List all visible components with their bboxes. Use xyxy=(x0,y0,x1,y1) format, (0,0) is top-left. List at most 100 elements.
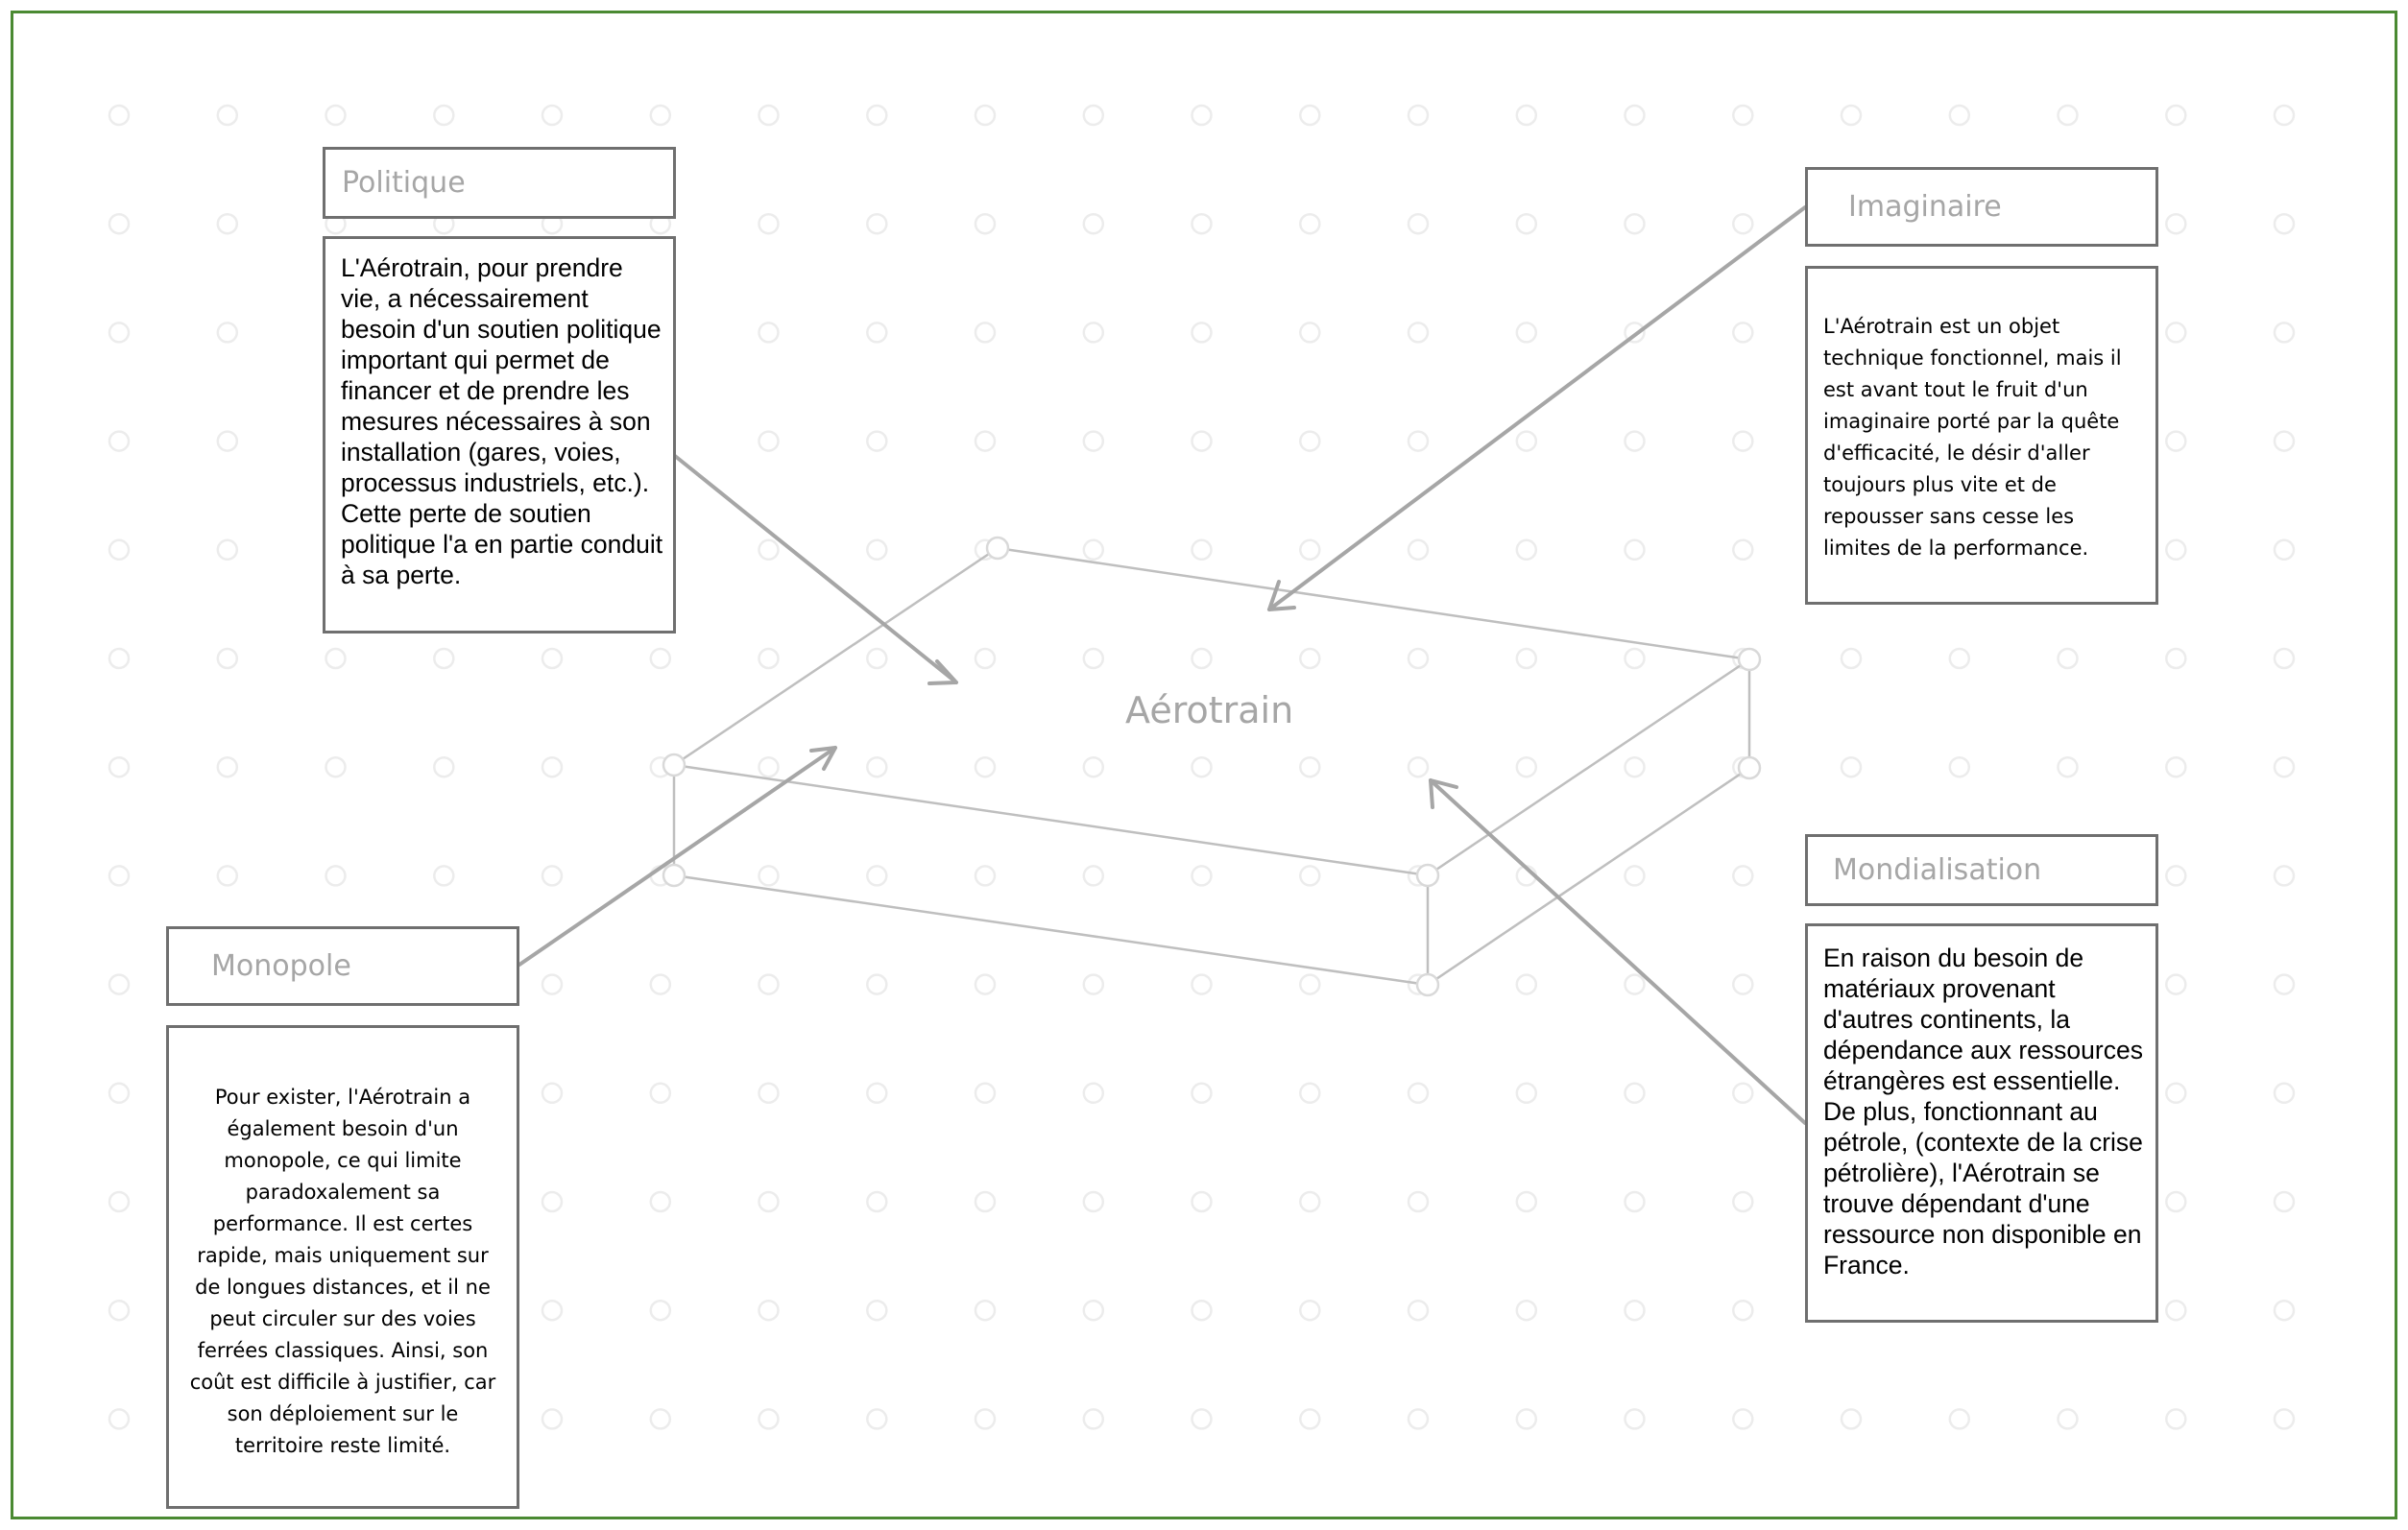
imaginaire-text-box[interactable]: L'Aérotrain est un objet technique fonct… xyxy=(1805,266,2158,605)
grid-dot xyxy=(1299,322,1321,344)
grid-dot xyxy=(1082,104,1105,127)
block-vertex[interactable] xyxy=(1415,863,1440,888)
politique-text-box[interactable]: L'Aérotrain, pour prendre vie, a nécessa… xyxy=(323,236,676,634)
grid-dot xyxy=(2273,104,2296,127)
imaginaire-title-box[interactable]: Imaginaire xyxy=(1805,167,2158,247)
grid-dot xyxy=(1732,1190,1754,1213)
grid-dot xyxy=(2273,865,2296,887)
grid-dot xyxy=(1407,104,1430,127)
grid-dot xyxy=(649,1190,672,1213)
mondialisation-title-box[interactable]: Mondialisation xyxy=(1805,834,2158,906)
grid-dot xyxy=(541,1408,564,1430)
block-vertices xyxy=(662,536,1762,997)
grid-dot xyxy=(758,212,780,235)
grid-dot xyxy=(2165,322,2187,344)
grid-dot xyxy=(1299,212,1321,235)
grid-dot xyxy=(1515,647,1538,670)
grid-dot xyxy=(2165,865,2187,887)
grid-dot xyxy=(1840,755,1863,778)
arrows[interactable] xyxy=(518,205,1807,1125)
grid-dot xyxy=(2273,212,2296,235)
grid-dot xyxy=(2273,538,2296,562)
grid-dot xyxy=(108,865,131,887)
grid-dot xyxy=(1732,212,1754,235)
grid-dot xyxy=(974,1408,997,1430)
grid-dot xyxy=(1191,865,1213,887)
grid-dot xyxy=(2165,647,2187,670)
grid-dot xyxy=(216,755,239,778)
grid-dot xyxy=(2273,647,2296,670)
mondialisation-title: Mondialisation xyxy=(1833,852,2042,887)
grid-dot xyxy=(2165,1190,2187,1213)
grid-dot xyxy=(1082,1408,1105,1430)
arrow-imaginaire[interactable] xyxy=(1267,205,1807,611)
grid-dot xyxy=(974,322,997,344)
grid-dot xyxy=(433,647,455,670)
grid-dot xyxy=(1732,104,1754,127)
arrow-mondialisation[interactable] xyxy=(1429,778,1807,1125)
grid-dot xyxy=(1624,755,1646,778)
block-vertex[interactable] xyxy=(1415,972,1440,997)
grid-dot xyxy=(2273,430,2296,452)
block-vertex[interactable] xyxy=(662,863,686,888)
block-vertex[interactable] xyxy=(662,753,686,777)
grid-dot xyxy=(1407,538,1430,562)
grid-dot xyxy=(108,647,131,670)
arrow-monopole[interactable] xyxy=(518,746,837,967)
imaginaire-title: Imaginaire xyxy=(1848,189,2002,224)
grid-dot xyxy=(974,104,997,127)
monopole-title-box[interactable]: Monopole xyxy=(166,926,519,1006)
grid-dot xyxy=(866,322,888,344)
block-vertex[interactable] xyxy=(985,536,1010,561)
grid-dot xyxy=(758,538,780,562)
grid-dot xyxy=(1082,1082,1105,1105)
politique-text: L'Aérotrain, pour prendre vie, a nécessa… xyxy=(341,253,663,589)
grid-dot xyxy=(1624,212,1646,235)
canvas-frame xyxy=(11,11,2397,1519)
grid-dot xyxy=(1732,1082,1754,1105)
grid-dot xyxy=(2057,1408,2079,1430)
grid-dot xyxy=(1191,1190,1213,1213)
grid-dot xyxy=(1515,973,1538,995)
grid-dot xyxy=(1191,430,1213,452)
grid-dot xyxy=(1082,1190,1105,1213)
grid-dot xyxy=(325,755,347,778)
block-vertex[interactable] xyxy=(1737,755,1762,780)
grid-dot xyxy=(108,538,131,562)
grid-dot xyxy=(1515,755,1538,778)
grid-dot xyxy=(325,647,347,670)
mondialisation-text-box[interactable]: En raison du besoin de matériaux provena… xyxy=(1805,923,2158,1323)
grid-dot xyxy=(974,1299,997,1322)
grid-dot xyxy=(974,1082,997,1105)
monopole-text-box[interactable]: Pour exister, l'Aérotrain a également be… xyxy=(166,1025,519,1509)
grid-dot xyxy=(758,865,780,887)
grid-dot xyxy=(1299,647,1321,670)
grid-dot xyxy=(325,104,347,127)
grid-dot xyxy=(1191,973,1213,995)
grid-dot xyxy=(433,865,455,887)
grid-dot xyxy=(2273,1408,2296,1430)
grid-dot xyxy=(2273,322,2296,344)
block-front-edge xyxy=(672,765,1430,987)
grid-dot xyxy=(1191,322,1213,344)
grid-dot xyxy=(541,973,564,995)
grid-dot xyxy=(108,1082,131,1105)
grid-dot xyxy=(1624,647,1646,670)
grid-dot xyxy=(1624,973,1646,995)
grid-dot xyxy=(649,104,672,127)
grid-dot xyxy=(866,1299,888,1322)
politique-title-box[interactable]: Politique xyxy=(323,147,676,219)
grid-dot xyxy=(1407,322,1430,344)
grid-dot xyxy=(758,1408,780,1430)
grid-dot xyxy=(758,647,780,670)
grid-dot xyxy=(649,1299,672,1322)
grid-dot xyxy=(541,1082,564,1105)
grid-dot xyxy=(1299,538,1321,562)
arrow-politique[interactable] xyxy=(673,454,958,685)
grid-dot xyxy=(1299,755,1321,778)
grid-dot xyxy=(649,1408,672,1430)
grid-dot xyxy=(1948,1408,1971,1430)
block-vertex[interactable] xyxy=(1737,647,1762,672)
grid-dot xyxy=(1840,104,1863,127)
grid-dot xyxy=(1082,212,1105,235)
